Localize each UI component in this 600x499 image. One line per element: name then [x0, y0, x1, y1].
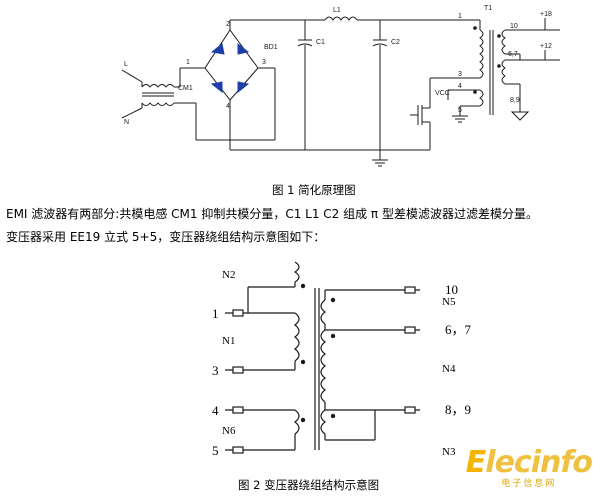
- label-n3: N3: [442, 446, 456, 458]
- polarity-dot: [300, 417, 306, 423]
- label-pin-3: 3: [212, 363, 219, 378]
- t1-primary-winding: [479, 29, 484, 79]
- label-t1-pin5: 5: [458, 107, 462, 114]
- label-bd-pin3: 3: [262, 59, 266, 66]
- paragraph-line-1: EMI 滤波器有两部分:共模电感 CM1 抑制共模分量，C1 L1 C2 组成 …: [6, 207, 538, 221]
- label-n1: N1: [222, 335, 235, 347]
- mosfet-icon: [410, 105, 431, 150]
- label-n4: N4: [442, 363, 456, 375]
- polarity-dot: [300, 359, 306, 365]
- winding-n1: [294, 312, 300, 362]
- label-pin-67: 6，7: [445, 322, 472, 337]
- label-l1: L1: [333, 7, 341, 14]
- label-l: L: [124, 61, 128, 68]
- label-pin-4: 4: [212, 403, 219, 418]
- label-n: N: [124, 119, 129, 126]
- secondary-ground-icon: [510, 111, 530, 121]
- diode-icon: [237, 42, 250, 55]
- wire-l-in: [121, 69, 143, 83]
- paragraph-line-2: 变压器采用 EE19 立式 5+5，变压器绕组结构示意图如下：: [6, 230, 326, 244]
- t1-secondary-1: [501, 29, 506, 55]
- c1-capacitor: [297, 39, 313, 47]
- label-bd1: BD1: [264, 44, 278, 51]
- label-n6: N6: [222, 425, 236, 437]
- wire-n-in: [121, 107, 143, 119]
- label-c2: C2: [391, 39, 400, 46]
- terminal-pin-5: [232, 446, 244, 454]
- label-t1-pin10: 10: [510, 23, 518, 30]
- label-t1-pin67: 6,7: [508, 51, 518, 58]
- t1-aux-winding: [479, 89, 484, 107]
- cm1-choke: [141, 84, 175, 106]
- terminal-pin-89: [404, 406, 416, 414]
- diode-icon: [210, 81, 223, 94]
- winding-n3: [320, 409, 326, 435]
- bridge-rectifier-bd1: [204, 29, 259, 101]
- terminal-pin-3: [232, 366, 244, 374]
- label-t1-pin1: 1: [458, 13, 462, 20]
- terminal-pin-1: [232, 309, 244, 317]
- label-pin-10: 10: [445, 282, 458, 297]
- diode-icon: [237, 81, 250, 94]
- terminal-pin-4: [232, 406, 244, 414]
- ground-icon: [372, 159, 388, 167]
- terminal-pin-67: [404, 326, 416, 334]
- figure-1-caption: 图 1 简化原理图: [272, 183, 356, 197]
- label-t1: T1: [484, 5, 492, 12]
- polarity-dot: [497, 34, 501, 38]
- t1-secondary-2: [501, 59, 506, 85]
- label-pin-1: 1: [212, 306, 219, 321]
- winding-n4: [320, 329, 326, 403]
- label-t1-pin89: 8,9: [510, 97, 520, 104]
- polarity-dot: [497, 64, 501, 68]
- label-t1-pin4: 4: [458, 83, 462, 90]
- label-bd-pin2: 2: [226, 21, 230, 28]
- label-t1-pin3: 3: [458, 71, 462, 78]
- aux-ground-icon: [452, 115, 468, 123]
- label-n5: N5: [442, 296, 456, 308]
- polarity-dot: [473, 26, 477, 30]
- winding-n2: [293, 261, 300, 283]
- l1-inductor: [324, 16, 358, 21]
- polarity-dot: [330, 413, 336, 419]
- polarity-dot: [330, 297, 336, 303]
- label-pin-89: 8，9: [445, 402, 471, 417]
- schematic-figure: [121, 16, 560, 167]
- figure-2-caption: 图 2 变压器绕组结构示意图: [238, 478, 380, 492]
- polarity-dot: [473, 90, 477, 94]
- label-bd-pin1: 1: [186, 59, 190, 66]
- elecinfo-watermark-logo: Elecinfo 电子信息网: [465, 445, 593, 490]
- label-bd-pin4: 4: [226, 103, 230, 110]
- label-pin-5: 5: [212, 443, 219, 458]
- label-plus12: +12: [540, 43, 552, 50]
- terminal-pin-10: [404, 286, 416, 294]
- diode-icon: [210, 43, 225, 55]
- c2-capacitor: [372, 39, 388, 47]
- winding-figure: [225, 261, 420, 454]
- label-n2: N2: [222, 269, 235, 281]
- polarity-dot: [330, 333, 336, 339]
- label-c1: C1: [316, 39, 325, 46]
- schematic-labels: L N CM1 BD1 L1 C1 C2 T1 1 2 3 4 1 3 4 5 …: [124, 5, 552, 126]
- label-vcc: VCC: [435, 90, 450, 97]
- polarity-dot: [300, 283, 306, 289]
- label-cm1: CM1: [178, 85, 193, 92]
- winding-n6: [294, 409, 300, 435]
- winding-n5: [320, 299, 326, 325]
- label-plus18: +18: [540, 11, 552, 18]
- winding-labels: N2 N1 N6 N5 N4 N3 1 3 4 5 10 6，7 8，9: [212, 269, 472, 458]
